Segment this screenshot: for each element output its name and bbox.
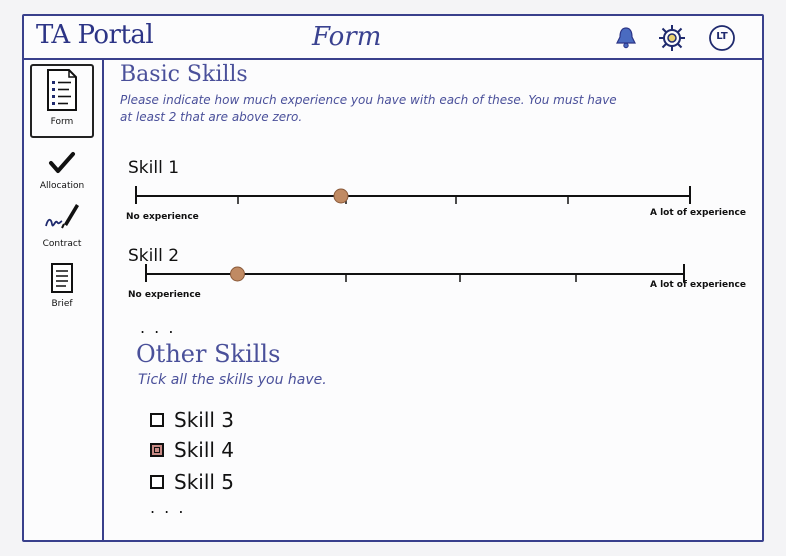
- sidebar-item-brief[interactable]: Brief: [30, 262, 94, 309]
- form-document-icon: [47, 69, 77, 111]
- skill-2-max-label: A lot of experience: [650, 280, 746, 290]
- app-title: TA Portal: [36, 20, 154, 50]
- skill-3-checkbox-row[interactable]: Skill 3: [150, 406, 234, 434]
- skill-5-label: Skill 5: [174, 470, 235, 494]
- more-basic-skills: . . .: [140, 318, 176, 337]
- sidebar-item-form[interactable]: Form: [30, 64, 94, 138]
- sidebar-item-allocation[interactable]: Allocation: [30, 150, 94, 191]
- sidebar-item-contract[interactable]: Contract: [30, 200, 94, 249]
- skill-2-label: Skill 2: [128, 246, 180, 266]
- sidebar-item-label: Contract: [42, 239, 82, 249]
- brief-document-icon: [51, 263, 73, 293]
- top-bar: TA Portal Form LT: [24, 16, 762, 60]
- skill-5-checkbox[interactable]: [150, 475, 164, 489]
- basic-skills-title: Basic Skills: [120, 62, 248, 87]
- skill-2-min-label: No experience: [128, 290, 201, 300]
- skill-4-checkbox[interactable]: [150, 443, 164, 457]
- form-content: Basic Skills Please indicate how much ex…: [120, 62, 760, 542]
- skill-2-slider[interactable]: [144, 262, 688, 286]
- sidebar-item-label: Allocation: [39, 181, 85, 191]
- sidebar-item-label: Brief: [51, 299, 73, 309]
- checkmark-icon: [49, 152, 75, 173]
- skill-3-label: Skill 3: [174, 408, 235, 432]
- sidebar-item-label: Form: [50, 117, 74, 127]
- gear-icon[interactable]: [658, 24, 686, 52]
- skill-1-slider[interactable]: [134, 184, 694, 208]
- basic-skills-instructions-line2: at least 2 that are above zero.: [120, 110, 303, 124]
- slider-handle[interactable]: [333, 188, 349, 204]
- skill-4-checkbox-row[interactable]: Skill 4: [150, 436, 234, 464]
- page-title: Form: [312, 22, 382, 52]
- more-other-skills: . . .: [150, 498, 186, 517]
- slider-handle[interactable]: [229, 266, 245, 282]
- avatar-initials: LT: [716, 31, 728, 42]
- user-avatar-icon[interactable]: LT: [708, 24, 736, 52]
- signature-icon: [45, 204, 79, 229]
- basic-skills-instructions-line1: Please indicate how much experience you …: [120, 93, 617, 107]
- skill-1-max-label: A lot of experience: [650, 208, 746, 218]
- skill-5-checkbox-row[interactable]: Skill 5: [150, 468, 234, 496]
- other-skills-instructions: Tick all the skills you have.: [138, 372, 327, 388]
- sidebar: Form Allocation Contract: [24, 58, 104, 542]
- skill-4-label: Skill 4: [174, 438, 235, 462]
- skill-3-checkbox[interactable]: [150, 413, 164, 427]
- skill-1-label: Skill 1: [128, 158, 180, 178]
- app-window: TA Portal Form LT: [22, 14, 764, 542]
- bell-icon[interactable]: [612, 24, 640, 52]
- other-skills-title: Other Skills: [136, 340, 281, 368]
- skill-1-min-label: No experience: [126, 212, 199, 222]
